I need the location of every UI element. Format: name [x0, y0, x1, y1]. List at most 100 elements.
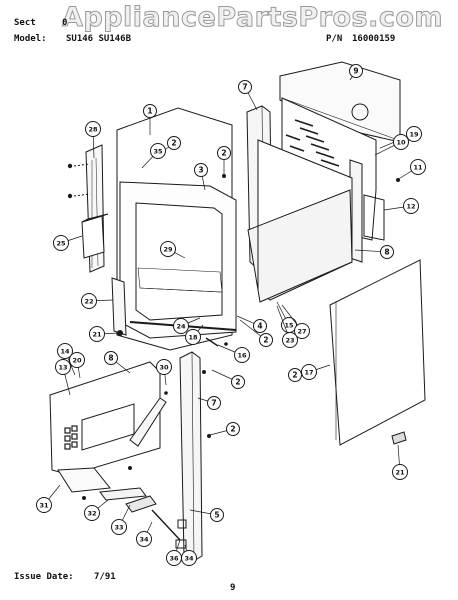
- callout-label-c4: 4: [257, 322, 262, 331]
- callout-label-c21a: 21: [92, 331, 102, 339]
- callout-label-c2e: 2: [292, 371, 297, 380]
- control-knobs: [64, 425, 78, 450]
- callout-label-c2c: 2: [263, 336, 268, 345]
- callout-label-c5: 5: [214, 511, 219, 520]
- bracket-5: [177, 519, 187, 529]
- callout-label-c14: 14: [60, 348, 70, 356]
- callout-label-c21b: 21: [395, 469, 405, 477]
- callout-label-c20: 20: [72, 357, 82, 365]
- callout-bubble-c2c: [259, 333, 273, 347]
- callout-label-c27: 27: [297, 328, 306, 336]
- watermark: AppliancePartsPros.com: [61, 2, 444, 34]
- part-callouts: 1235283279191011128252922212418421527231…: [36, 64, 426, 566]
- callout-bubble-c24: [173, 318, 189, 334]
- callout-label-c10: 10: [396, 139, 406, 147]
- rear-vent-hole: [351, 103, 369, 121]
- callout-bubble-c21a: [89, 326, 105, 342]
- callout-bubble-c22: [81, 293, 97, 309]
- callout-bubble-c31: [36, 497, 52, 513]
- rear-bracket: [363, 194, 385, 241]
- callout-bubble-c34b: [181, 550, 197, 566]
- pn-value: 16000159: [352, 34, 396, 44]
- callout-label-c36: 36: [169, 555, 179, 563]
- callout-label-c7b: 7: [211, 399, 216, 408]
- page-number: 9: [230, 583, 236, 593]
- callout-bubble-c2e: [288, 368, 302, 382]
- callout-bubble-c4: [253, 319, 267, 333]
- callout-bubble-c10: [393, 134, 409, 150]
- pn-label: P/N: [326, 34, 343, 44]
- callout-label-c1: 1: [147, 107, 152, 116]
- callout-label-c11: 11: [413, 164, 423, 172]
- leveler-36: [175, 539, 187, 549]
- callout-label-c34a: 34: [139, 536, 149, 544]
- base-bracket: [57, 467, 111, 493]
- callout-bubble-c16: [234, 347, 250, 363]
- bracket-33: [125, 495, 157, 513]
- callout-bubble-c11: [410, 159, 426, 175]
- callout-bubble-c2d: [231, 375, 245, 389]
- callout-label-c23: 23: [285, 337, 294, 345]
- callout-bubble-c13: [55, 359, 71, 375]
- callout-bubble-c2f: [226, 422, 240, 436]
- callout-bubble-c12: [403, 198, 419, 214]
- model-label: Model:: [14, 34, 47, 44]
- callout-bubble-c9: [349, 64, 363, 78]
- issue-date-label: Issue Date:: [14, 572, 74, 582]
- control-box: [81, 215, 105, 259]
- callout-bubble-c25: [53, 235, 69, 251]
- callout-bubble-c8a: [380, 245, 394, 259]
- callout-label-c33: 33: [114, 524, 123, 532]
- callout-label-c2a: 2: [171, 139, 176, 148]
- door-opening: [135, 202, 223, 321]
- callout-bubble-c20: [69, 352, 85, 368]
- side-panel: [329, 259, 426, 446]
- callout-label-c12: 12: [406, 203, 415, 211]
- callout-bubble-c7b: [207, 396, 221, 410]
- callout-label-c34b: 34: [184, 555, 194, 563]
- callout-label-c13: 13: [58, 364, 67, 372]
- callout-bubble-c35: [150, 143, 166, 159]
- callout-bubble-c23: [282, 332, 298, 348]
- callout-bubble-c3: [194, 163, 208, 177]
- callout-label-c8a: 8: [384, 248, 389, 257]
- rear-vents: [285, 119, 340, 167]
- cabinet-side: [247, 189, 353, 303]
- callout-bubble-c2b: [217, 146, 231, 160]
- callout-bubble-c21b: [392, 464, 408, 480]
- callout-bubble-c34a: [136, 531, 152, 547]
- callout-bubble-c8b: [104, 351, 118, 365]
- callout-bubble-c19: [406, 126, 422, 142]
- callout-label-c7a: 7: [242, 83, 247, 92]
- callout-label-c31: 31: [39, 502, 49, 510]
- front-upright: [179, 351, 203, 563]
- callout-label-c17: 17: [304, 369, 313, 377]
- callout-label-c2b: 2: [221, 149, 226, 158]
- callout-label-c16: 16: [237, 352, 247, 360]
- callout-label-c8b: 8: [108, 354, 113, 363]
- callout-label-c2d: 2: [235, 378, 240, 387]
- callout-bubble-c29: [160, 241, 176, 257]
- callout-label-c15: 15: [284, 322, 294, 330]
- callout-bubble-c5: [210, 508, 224, 522]
- bracket-30: [129, 397, 167, 447]
- callout-bubble-c32: [84, 505, 100, 521]
- callout-bubble-c18: [185, 329, 201, 345]
- callout-label-c35: 35: [153, 148, 163, 156]
- callout-label-c25: 25: [56, 240, 66, 248]
- callout-label-c19: 19: [409, 131, 419, 139]
- callout-bubble-c14: [57, 343, 73, 359]
- callout-bubble-c17: [301, 364, 317, 380]
- issue-date-value: 7/91: [94, 572, 116, 582]
- callout-label-c29: 29: [163, 246, 173, 254]
- left-lower-bracket: [111, 277, 127, 336]
- clip-21: [391, 431, 407, 445]
- callout-label-c18: 18: [188, 334, 198, 342]
- callout-bubble-c2a: [167, 136, 181, 150]
- callout-label-c28: 28: [88, 126, 98, 134]
- callout-bubble-c27: [294, 323, 310, 339]
- section-value: 0: [62, 18, 68, 28]
- model-values: SU146 SU146B: [66, 34, 132, 44]
- callout-label-c32: 32: [87, 510, 96, 518]
